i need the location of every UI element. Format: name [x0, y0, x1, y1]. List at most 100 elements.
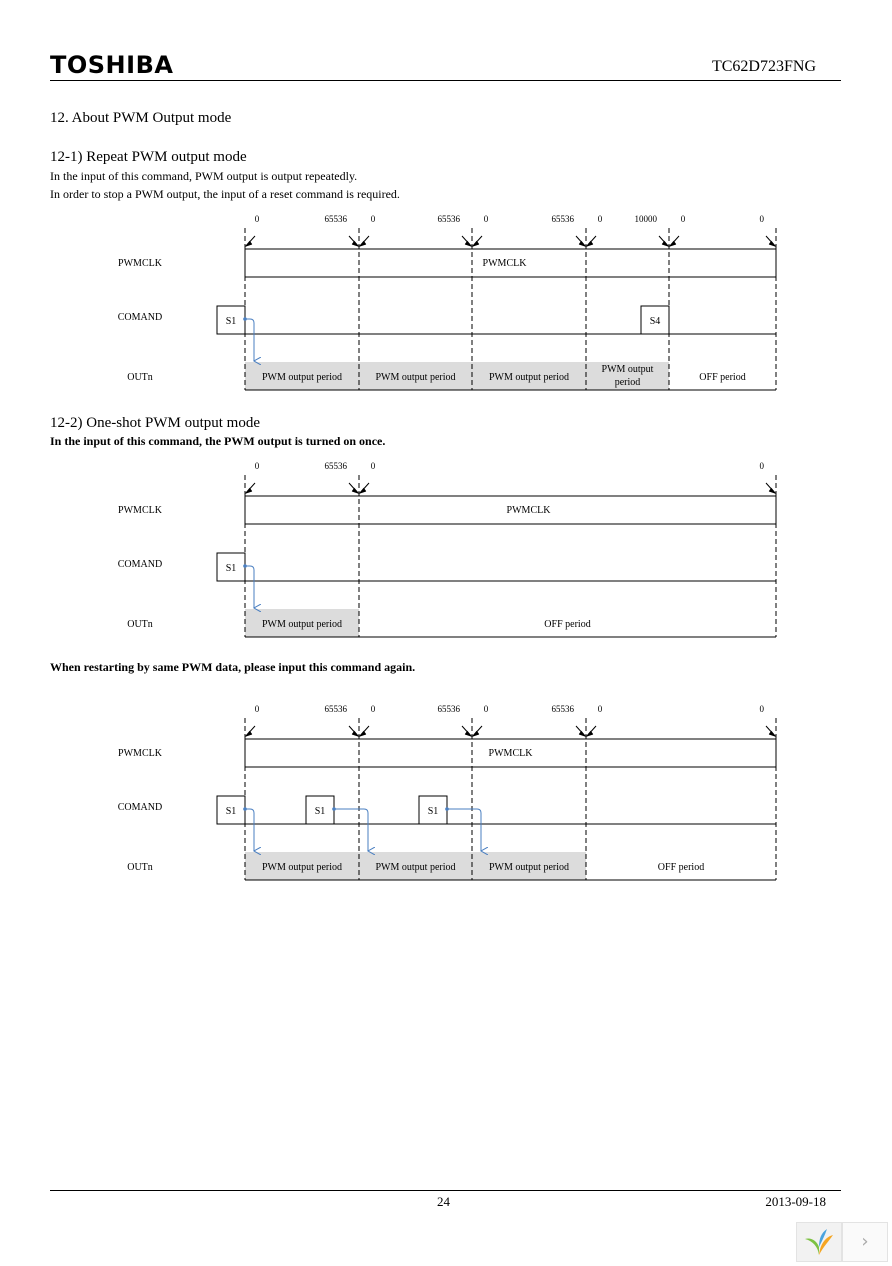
command-to-output-arrow — [334, 808, 368, 851]
tick-arrowhead — [358, 487, 367, 495]
tick-arrowhead — [351, 240, 360, 248]
signal-label-pwmclk: PWMCLK — [118, 748, 163, 759]
tick-label-count: 65536 — [438, 214, 461, 224]
pwm-output-period-label: period — [615, 377, 641, 388]
tick-label-count: 0 — [255, 704, 260, 714]
oneshot-mode-title: 12-2) One-shot PWM output mode — [50, 415, 260, 431]
tick-label-count: 65536 — [552, 214, 575, 224]
pwm-output-period-fill — [586, 362, 669, 390]
tick-label-count: 0 — [255, 214, 260, 224]
command-to-output-arrow — [245, 808, 254, 851]
pwmclk-label: PWMCLK — [507, 505, 552, 516]
tick-arrowhead — [464, 730, 473, 738]
tick-arrowhead — [351, 487, 360, 495]
signal-label-comand: COMAND — [118, 802, 162, 813]
tick-arrowhead — [578, 730, 587, 738]
pwm-output-period-fill — [245, 852, 359, 880]
timing-diagram-restart: PWMCLK COMAND OUTn PWM output period PWM out… — [0, 700, 892, 885]
tick-arrowhead — [351, 730, 360, 738]
pwm-output-period-label: PWM output period — [376, 862, 456, 873]
repeat-mode-text-2: In order to stop a PWM output, the input… — [50, 187, 400, 201]
command-to-output-arrow — [447, 808, 481, 851]
command-label: S1 — [226, 316, 237, 327]
tick-arrowhead — [661, 240, 670, 248]
tick-label-count: 0 — [681, 214, 686, 224]
command-label: S1 — [226, 563, 237, 574]
tick-arrowhead — [358, 240, 367, 248]
command-box — [216, 552, 246, 582]
tick-label-count: 0 — [371, 461, 376, 471]
tick-label-count: 0 — [598, 704, 603, 714]
tick-label-count: 0 — [598, 214, 603, 224]
command-label: S1 — [226, 806, 237, 817]
tick-arrowhead — [768, 240, 777, 248]
command-to-output-arrow — [245, 565, 254, 608]
command-label: S1 — [428, 806, 439, 817]
command-box — [418, 795, 448, 825]
signal-label-outn: OUTn — [127, 619, 153, 630]
pwm-output-period-fill — [245, 362, 359, 390]
tick-label-count: 10000 — [635, 214, 658, 224]
tick-arrowhead — [358, 730, 367, 738]
command-label: S1 — [315, 806, 326, 817]
tick-arrowhead — [244, 487, 253, 495]
pwm-output-period-fill — [359, 362, 472, 390]
signal-label-pwmclk: PWMCLK — [118, 505, 163, 516]
pwm-output-period-fill — [359, 852, 472, 880]
pwm-output-period-fill — [245, 609, 359, 637]
signal-label-outn: OUTn — [127, 862, 153, 873]
tick-label-count: 0 — [484, 704, 489, 714]
tick-arrowhead — [471, 730, 480, 738]
part-number: TC62D723FNG — [711, 58, 816, 75]
pwm-output-period-label: PWM output period — [489, 372, 569, 383]
next-page-button[interactable]: › — [842, 1222, 888, 1262]
viewer-logo-icon — [796, 1222, 842, 1262]
off-period-label: OFF period — [544, 619, 590, 630]
command-label: S4 — [650, 316, 661, 327]
command-box — [216, 795, 246, 825]
tick-label-count: 0 — [371, 214, 376, 224]
viewer-corner: › — [796, 1222, 888, 1262]
tick-arrowhead — [585, 240, 594, 248]
repeat-mode-text-1: In the input of this command, PWM output… — [50, 169, 358, 183]
header-rule — [50, 80, 841, 81]
restart-note: When restarting by same PWM data, please… — [50, 660, 416, 674]
command-box — [640, 305, 670, 335]
tick-label-count: 65536 — [325, 461, 348, 471]
tick-label-count: 65536 — [552, 704, 575, 714]
tick-label-count: 0 — [371, 704, 376, 714]
tick-arrowhead — [464, 240, 473, 248]
pwm-output-period-fill — [472, 362, 586, 390]
signal-label-pwmclk: PWMCLK — [118, 258, 163, 269]
footer-rule — [50, 1190, 841, 1191]
command-to-output-arrow — [245, 318, 254, 361]
tick-label-count: 65536 — [325, 214, 348, 224]
tick-arrowhead — [244, 240, 253, 248]
tick-label-count: 65536 — [325, 704, 348, 714]
timing-diagram-repeat: PWMCLK COMAND OUTn PWM output period PWM out… — [0, 210, 892, 395]
tick-label-count: 0 — [255, 461, 260, 471]
tick-arrowhead — [471, 240, 480, 248]
signal-label-comand: COMAND — [118, 312, 162, 323]
document-date: 2013-09-18 — [765, 1194, 826, 1209]
pwm-output-period-label: PWM output — [602, 364, 654, 375]
tick-arrowhead — [585, 730, 594, 738]
toshiba-logo: TOSHIBA — [50, 51, 174, 79]
tick-arrowhead — [668, 240, 677, 248]
page-number: 24 — [437, 1194, 450, 1209]
signal-label-comand: COMAND — [118, 559, 162, 570]
tick-label-count: 0 — [484, 214, 489, 224]
pwm-output-period-label: PWM output period — [262, 862, 342, 873]
tick-arrowhead — [768, 730, 777, 738]
pwm-output-period-label: PWM output period — [489, 862, 569, 873]
tick-label-count: 0 — [760, 704, 765, 714]
tick-label-count: 0 — [760, 214, 765, 224]
tick-arrowhead — [768, 487, 777, 495]
pwm-output-period-label: PWM output period — [262, 372, 342, 383]
oneshot-mode-text: In the input of this command, the PWM ou… — [50, 434, 386, 448]
signal-label-outn: OUTn — [127, 372, 153, 383]
tick-arrowhead — [578, 240, 587, 248]
off-period-label: OFF period — [699, 372, 745, 383]
pwm-output-period-label: PWM output period — [376, 372, 456, 383]
